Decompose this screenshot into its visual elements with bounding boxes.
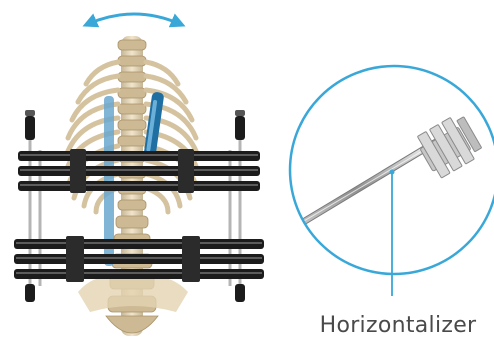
horizontalizer-label: Horizontalizer [313,313,483,338]
callout-dot [390,170,395,175]
lower-clamp-bars [14,236,264,282]
rotation-arrow-icon [88,14,180,24]
horizontalizer-zoom-view [280,66,494,296]
upper-clamp-bars [18,149,260,193]
